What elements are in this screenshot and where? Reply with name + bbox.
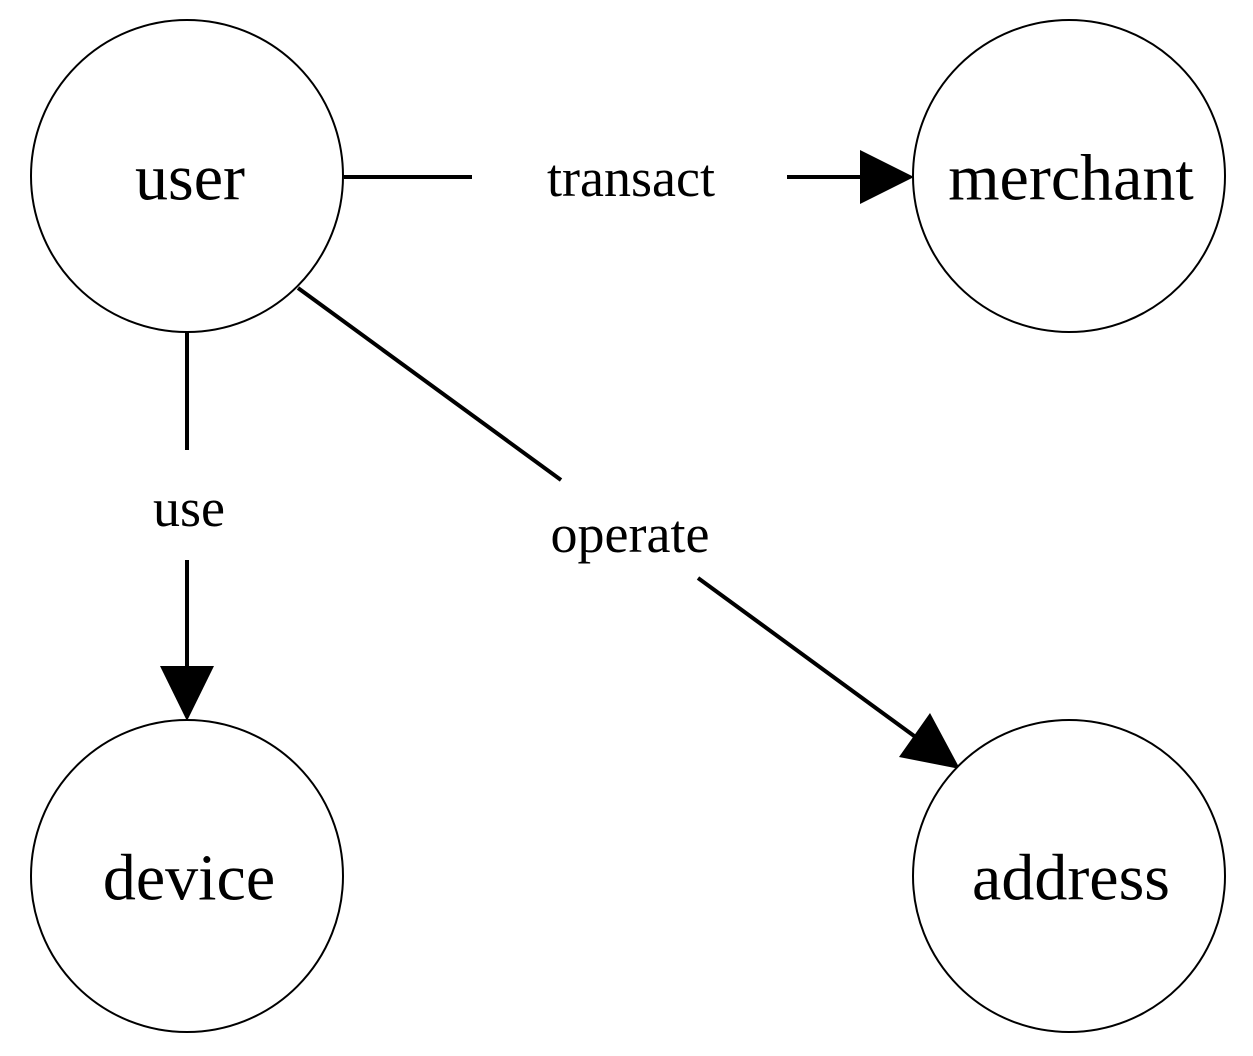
node-merchant-circle	[912, 19, 1226, 333]
edge-operate-arrow-icon	[899, 713, 960, 769]
node-user: user	[30, 19, 344, 333]
edge-use: use	[153, 332, 225, 721]
edge-transact-label: transact	[547, 148, 715, 208]
node-address-label: address	[972, 842, 1170, 915]
edge-operate-line-start	[296, 286, 563, 482]
edge-use-arrow-icon	[160, 666, 214, 721]
node-device-circle	[30, 719, 344, 1033]
node-device-label: device	[103, 842, 275, 915]
edge-operate: operate	[296, 286, 960, 769]
node-address: address	[912, 719, 1226, 1033]
node-address-circle	[912, 719, 1226, 1033]
node-user-circle	[30, 19, 344, 333]
node-device: device	[30, 719, 344, 1033]
edge-transact-arrow-icon	[860, 150, 914, 204]
edge-operate-line-end	[696, 576, 923, 743]
node-user-label: user	[135, 142, 245, 215]
node-merchant: merchant	[912, 19, 1226, 333]
edge-transact: transact	[344, 148, 914, 208]
node-merchant-label: merchant	[948, 142, 1194, 215]
edge-operate-label: operate	[551, 504, 710, 564]
edge-use-label: use	[153, 478, 225, 538]
